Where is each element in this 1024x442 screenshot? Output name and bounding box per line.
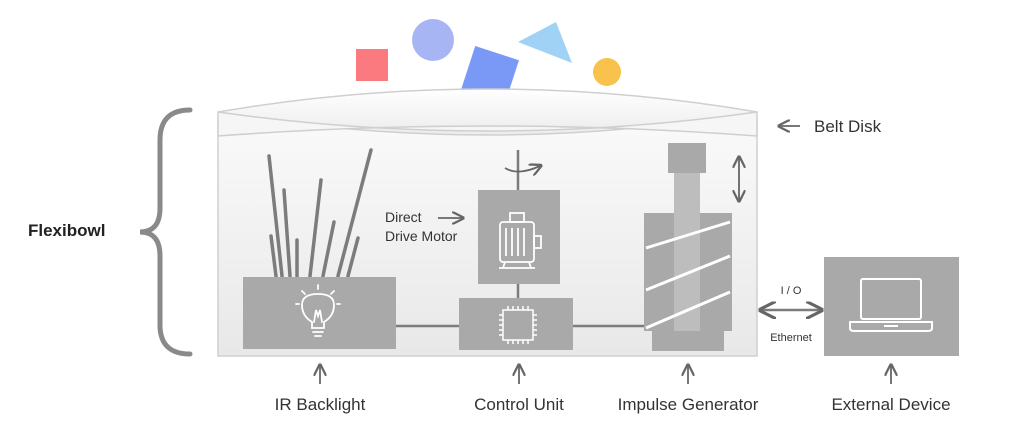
part-square [356,49,388,81]
chip-icon [499,306,537,344]
control-unit-box [459,298,573,350]
ir-backlight-label: IR Backlight [275,395,366,414]
bottom-arrows [320,366,891,384]
part-circle [412,19,454,61]
flexibowl-brace [139,107,193,357]
belt-disk-rim [217,111,758,137]
flexibowl-label: Flexibowl [28,221,105,240]
part-small-circle [593,58,621,86]
external-device-box [824,257,959,356]
external-device-label: External Device [831,395,950,414]
motor-label-line2: Drive Motor [385,228,458,244]
motor-box [478,190,560,284]
impulse-generator [644,143,732,351]
rotation-arrow-icon [504,166,540,172]
part-triangle [518,22,572,63]
lightbulb-icon [295,284,341,337]
motor-label-line1: Direct [385,209,422,225]
ir-rays [267,148,373,278]
impulse-generator-label: Impulse Generator [618,395,759,414]
control-unit-label: Control Unit [474,395,564,414]
io-label: I / O [781,285,802,297]
ethernet-label: Ethernet [770,332,812,344]
belt-disk-label: Belt Disk [814,117,882,136]
motor-icon [499,212,542,269]
cables [396,150,652,328]
laptop-icon [849,278,933,332]
